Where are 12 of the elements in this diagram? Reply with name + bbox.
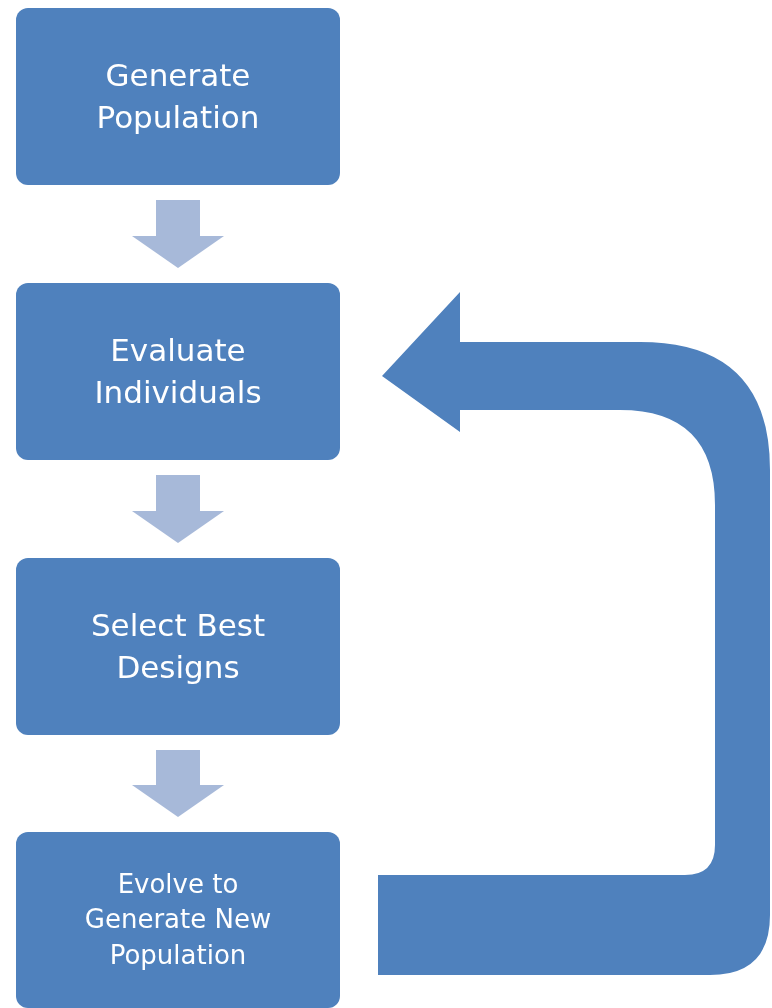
block-arrow: [132, 750, 224, 817]
box-label: Generate Population: [95, 55, 261, 137]
box-label: Evolve to Generate New Population: [83, 868, 273, 972]
block-arrow: [378, 292, 770, 975]
block-arrow: [132, 200, 224, 268]
process-box: [16, 832, 340, 1008]
block-arrow: [132, 475, 224, 543]
box-label: Evaluate Individuals: [93, 330, 263, 412]
process-box: [16, 8, 340, 185]
process-box: [16, 558, 340, 735]
box-label: Select Best Designs: [89, 605, 267, 687]
process-box: [16, 283, 340, 460]
